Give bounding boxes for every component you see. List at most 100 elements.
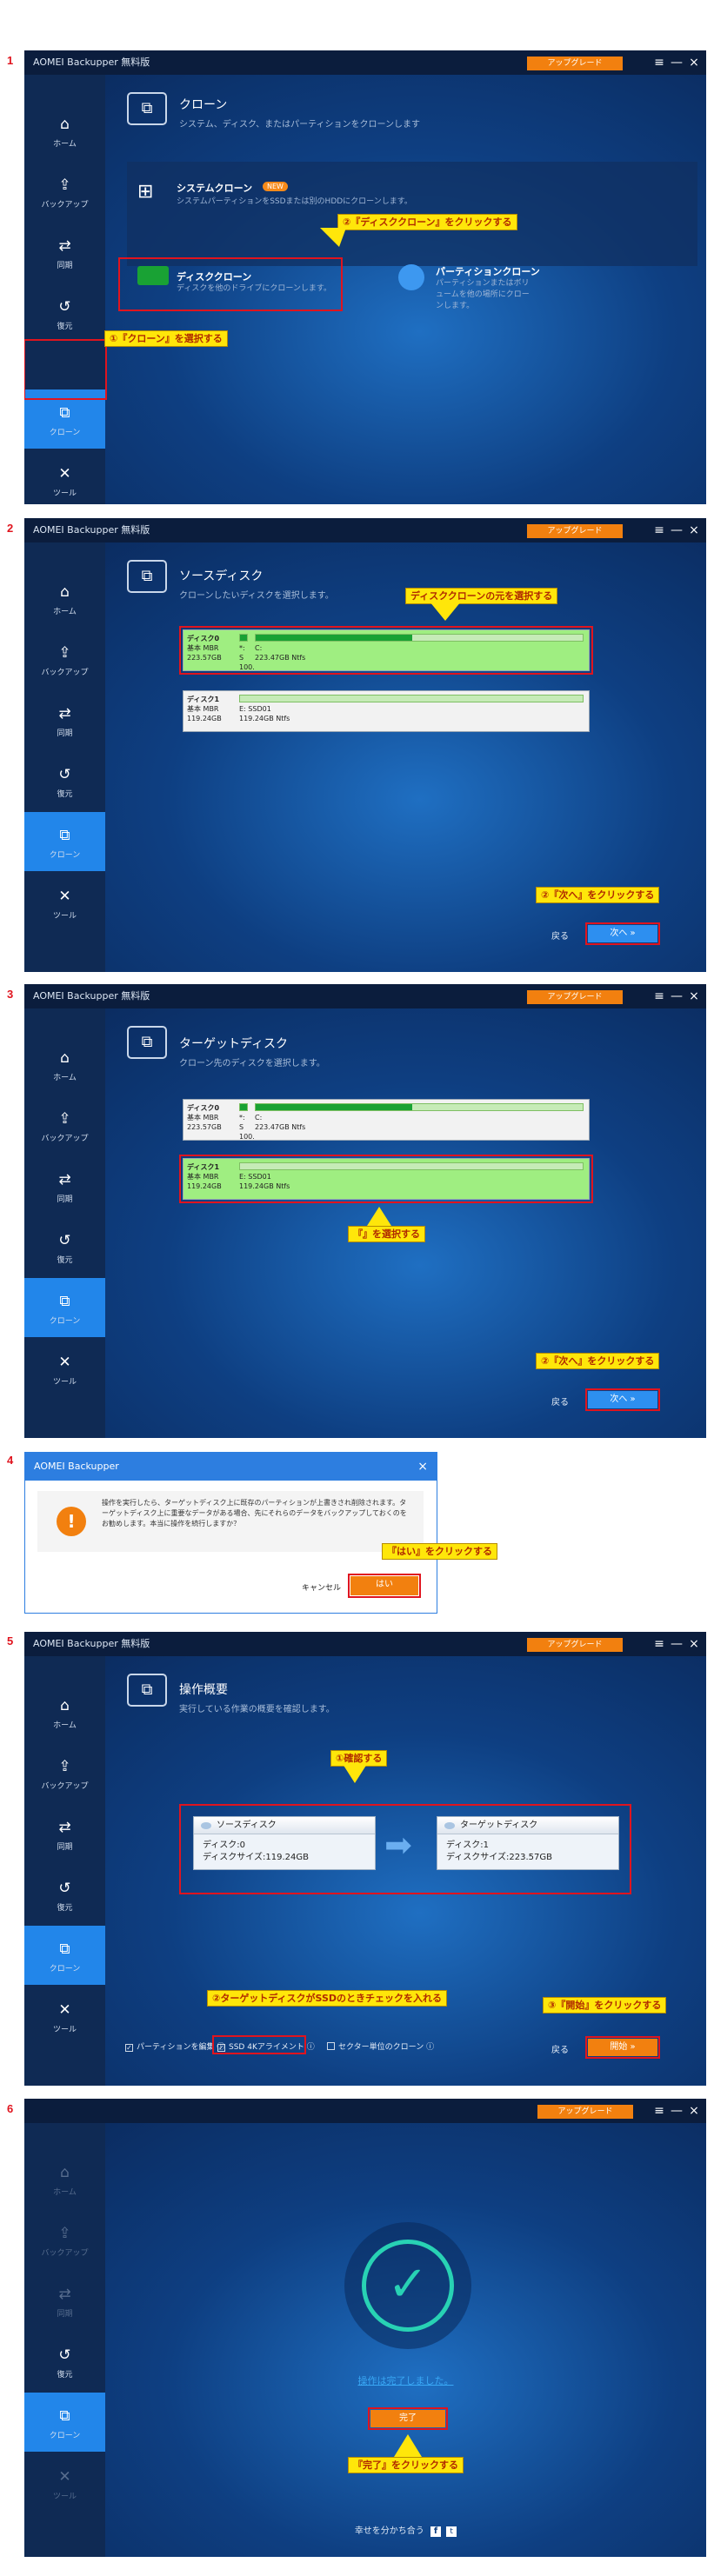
facebook-icon[interactable]: f xyxy=(430,2526,441,2537)
confirm-dialog: AOMEI Backupper × ! 操作を実行したら、ターゲットディスク上に… xyxy=(24,1452,497,1614)
nav-clone[interactable]: ⧉クローン xyxy=(24,812,105,871)
cancel-button[interactable]: キャンセル xyxy=(302,1584,342,1593)
dialog-message: 操作を実行したら、ターゲットディスク上に既存のパーティションが上書きされ削除され… xyxy=(102,1499,407,1528)
next-button[interactable]: 次へ » xyxy=(588,1391,657,1408)
new-badge: NEW xyxy=(263,182,288,191)
close-button[interactable]: × xyxy=(689,989,699,1003)
nav-backup[interactable]: ⇪バックアップ xyxy=(41,644,89,677)
back-button[interactable]: 戻る xyxy=(551,2046,569,2055)
menu-icon[interactable]: ≡ xyxy=(654,1637,664,1651)
upgrade-button[interactable]: アップグレード xyxy=(527,1638,623,1652)
menu-icon[interactable]: ≡ xyxy=(654,2104,664,2118)
restore-icon: ↺ xyxy=(58,766,71,783)
tools-icon: ✕ xyxy=(58,2001,71,2019)
page-subtitle: クローンしたいディスクを選択します。 xyxy=(179,591,334,601)
nav-clone[interactable]: ⧉クローン xyxy=(24,1926,105,1985)
menu-icon[interactable]: ≡ xyxy=(654,523,664,537)
next-button[interactable]: 次へ » xyxy=(588,925,657,942)
yes-button[interactable]: はい xyxy=(350,1576,418,1595)
nav-sync[interactable]: ⇄同期 xyxy=(57,1171,73,1204)
twitter-icon[interactable]: t xyxy=(446,2526,457,2537)
close-button[interactable]: × xyxy=(689,1637,699,1651)
nav-restore[interactable]: ↺復元 xyxy=(57,2346,73,2380)
partition-clone-title[interactable]: パーティションクローン xyxy=(436,266,540,277)
nav-restore[interactable]: ↺復元 xyxy=(57,766,73,799)
system-clone-desc: システムパーティションをSSDまたは別のHDDにクローンします。 xyxy=(177,197,412,206)
disk-clone-title[interactable]: ディスククローン xyxy=(177,271,252,283)
callout-select-source: ディスククローンの元を選択する xyxy=(405,588,558,604)
minimize-button[interactable]: — xyxy=(671,1637,683,1651)
close-button[interactable]: × xyxy=(689,523,699,537)
sidebar: ⌂ホーム ⇪バックアップ ⇄同期 ↺復元 ⧉クローン ✕ツール xyxy=(24,2123,105,2557)
nav-home[interactable]: ⌂ホーム xyxy=(53,583,77,616)
source-disk-header-icon: ⧉ xyxy=(127,560,167,593)
step-number-3: 3 xyxy=(7,988,14,1001)
page-title: クローン xyxy=(179,98,228,112)
clone-icon: ⧉ xyxy=(59,1940,70,1958)
back-button[interactable]: 戻る xyxy=(551,932,569,942)
home-icon: ⌂ xyxy=(60,1049,70,1067)
minimize-button[interactable]: — xyxy=(671,989,683,1003)
nav-clone[interactable]: ⧉クローン xyxy=(24,2393,105,2452)
sector-clone-checkbox[interactable]: セクター単位のクローン ⓘ xyxy=(327,2040,434,2052)
menu-icon[interactable]: ≡ xyxy=(654,989,664,1003)
callout-arrow xyxy=(343,1764,367,1783)
close-button[interactable]: × xyxy=(689,2104,699,2118)
disk0-usage-bar xyxy=(255,1103,584,1111)
nav-tools: ✕ツール xyxy=(52,2468,77,2501)
minimize-button[interactable]: — xyxy=(671,56,683,70)
highlight-disk-clone xyxy=(118,257,343,311)
dialog-close-button[interactable]: × xyxy=(417,1460,428,1474)
nav-backup[interactable]: ⇪バックアップ xyxy=(41,1110,89,1143)
callout-arrow xyxy=(394,2434,422,2457)
sync-icon: ⇄ xyxy=(58,237,71,255)
minimize-button[interactable]: — xyxy=(671,2104,683,2118)
nav-restore[interactable]: ↺復元 xyxy=(57,1880,73,1913)
backup-icon: ⇪ xyxy=(58,644,71,662)
nav-sync[interactable]: ⇄同期 xyxy=(57,237,73,270)
close-button[interactable]: × xyxy=(689,56,699,70)
callout-arrow xyxy=(320,228,346,247)
callout-next: ②『次へ』をクリックする xyxy=(536,1353,660,1369)
upgrade-button[interactable]: アップグレード xyxy=(537,2105,633,2119)
nav-sync[interactable]: ⇄同期 xyxy=(57,1819,73,1852)
nav-home[interactable]: ⌂ホーム xyxy=(53,1049,77,1082)
disk-clone-icon xyxy=(137,266,169,285)
nav-tools[interactable]: ✕ツール xyxy=(52,465,77,498)
nav-sync[interactable]: ⇄同期 xyxy=(57,705,73,738)
warning-icon: ! xyxy=(57,1507,86,1536)
upgrade-button[interactable]: アップグレード xyxy=(527,524,623,538)
nav-tools[interactable]: ✕ツール xyxy=(52,2001,77,2034)
upgrade-button[interactable]: アップグレード xyxy=(527,990,623,1004)
minimize-button[interactable]: — xyxy=(671,523,683,537)
windows-icon: ⊞ xyxy=(137,181,154,203)
system-clone-title[interactable]: システムクローン xyxy=(177,183,253,194)
nav-clone[interactable]: ⧉クローン xyxy=(24,1278,105,1337)
nav-backup[interactable]: ⇪バックアップ xyxy=(41,176,89,210)
nav-tools[interactable]: ✕ツール xyxy=(52,888,77,921)
edit-partitions-checkbox[interactable]: ✓パーティションを編集 ⓘ xyxy=(125,2043,225,2052)
nav-tools[interactable]: ✕ツール xyxy=(52,1354,77,1387)
ssd-align-checkbox[interactable]: ✓SSD 4Kアライメント ⓘ xyxy=(217,2043,315,2052)
menu-icon[interactable]: ≡ xyxy=(654,56,664,70)
back-button[interactable]: 戻る xyxy=(551,1398,569,1408)
sync-icon: ⇄ xyxy=(58,1171,71,1188)
partition-clone-icon xyxy=(398,264,424,290)
nav-restore[interactable]: ↺復元 xyxy=(57,1232,73,1265)
share-label: 幸せを分かち合う xyxy=(354,2526,424,2536)
nav-backup[interactable]: ⇪バックアップ xyxy=(41,1758,89,1791)
nav-restore[interactable]: ↺復元 xyxy=(57,298,73,331)
nav-home[interactable]: ⌂ホーム xyxy=(53,116,77,149)
finish-button[interactable]: 完了 xyxy=(370,2410,445,2427)
home-icon: ⌂ xyxy=(60,2164,70,2181)
window-step5: AOMEI Backupper 無料版 アップグレード ≡ — × ⌂ホーム ⇪… xyxy=(24,1632,706,2086)
callout-start: ③『開始』をクリックする xyxy=(543,1997,667,2014)
start-button[interactable]: 開始 » xyxy=(588,2039,657,2056)
sidebar: ⌂ホーム ⇪バックアップ ⇄同期 ↺復元 ⧉クローン ✕ツール xyxy=(24,1008,105,1438)
nav-home[interactable]: ⌂ホーム xyxy=(53,1697,77,1730)
upgrade-button[interactable]: アップグレード xyxy=(527,57,623,70)
